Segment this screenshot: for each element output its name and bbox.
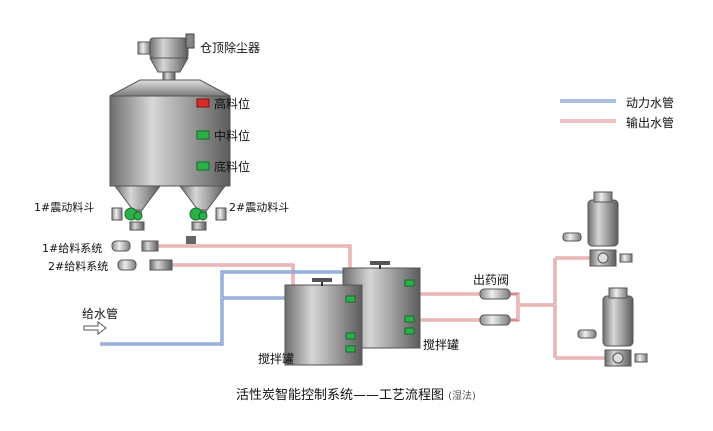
mixing-tank-left-label: 搅拌罐 [258, 352, 295, 366]
feed-system-1-label: 1#给料系统 [42, 242, 103, 255]
water-supply-label: 给水管 [82, 307, 119, 321]
mid-level-label: 中料位 [214, 129, 251, 143]
outlet-valve-lower [479, 314, 511, 326]
dust-collector-label: 仓顶除尘器 [200, 41, 261, 55]
legend [560, 99, 616, 123]
caption-subtitle: (湿法) [448, 391, 476, 402]
high-level-label: 高料位 [214, 97, 251, 111]
legend-power-label: 动力水管 [626, 96, 675, 110]
feed-system-1-device [111, 240, 159, 252]
low-level-label: 底料位 [214, 160, 251, 174]
high-level-indicator [196, 98, 210, 108]
dust-collector [137, 33, 195, 85]
caption-title: 活性炭智能控制系统——工艺流程图 [236, 388, 445, 403]
outlet-valve-label: 出药阀 [473, 273, 510, 287]
diagram-caption: 活性炭智能控制系统——工艺流程图 (湿法) [236, 384, 476, 403]
feed-2-pipe [172, 263, 295, 285]
mid-level-indicator [196, 130, 210, 140]
dosing-pump-bottom [577, 287, 648, 367]
vibrating-hopper-2-label: 2#震动料斗 [229, 201, 290, 214]
mixing-tank-right-label: 搅拌罐 [423, 338, 460, 352]
feed-system-2-device [117, 259, 173, 271]
feed-system-2-label: 2#给料系统 [48, 260, 109, 273]
legend-output-label: 输出水管 [626, 116, 675, 130]
dosing-pump-top [562, 191, 633, 267]
low-level-indicator [196, 161, 210, 171]
vibrating-hopper-2 [189, 207, 227, 231]
mixing-tank-left [284, 278, 363, 366]
outlet-valve-upper [479, 288, 511, 300]
vibrating-hopper-1-label: 1#震动料斗 [34, 201, 95, 214]
outlet-header [510, 292, 555, 322]
silo [109, 79, 231, 218]
vibrating-hopper-1 [111, 207, 145, 231]
water-supply-arrow [83, 321, 107, 335]
